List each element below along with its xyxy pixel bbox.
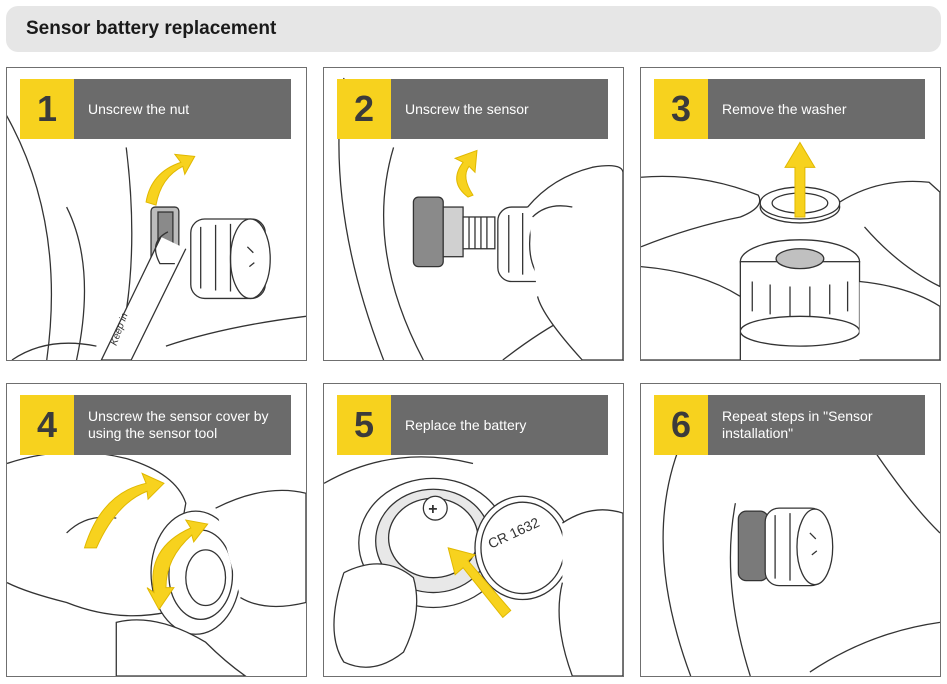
title-bar: Sensor battery replacement bbox=[6, 6, 941, 52]
step-header-5: 5 Replace the battery bbox=[337, 395, 608, 455]
step-panel-1: Keep in 1 Unscrew the nut bbox=[6, 67, 307, 361]
plus-sign: + bbox=[428, 501, 437, 518]
step-panel-5: + CR 1632 5 Replace the battery bbox=[323, 383, 624, 677]
step-text-1: Unscrew the nut bbox=[88, 100, 190, 117]
step-text-4: Unscrew the sensor cover by using the se… bbox=[88, 408, 269, 441]
step-panel-3: 3 Remove the washer bbox=[640, 67, 941, 361]
step-header-6: 6 Repeat steps in "Sensor installation" bbox=[654, 395, 925, 455]
step-header-2: 2 Unscrew the sensor bbox=[337, 79, 608, 139]
step-text-5: Replace the battery bbox=[405, 416, 527, 433]
replace-battery-illustration: + CR 1632 bbox=[324, 456, 623, 676]
sensor-installed-illustration bbox=[662, 443, 940, 676]
step-panel-2: 2 Unscrew the sensor bbox=[323, 67, 624, 361]
unscrew-cover-illustration bbox=[7, 451, 306, 676]
step-panel-6: 6 Repeat steps in "Sensor installation" bbox=[640, 383, 941, 677]
step-number-2: 2 bbox=[337, 79, 391, 139]
page-title: Sensor battery replacement bbox=[26, 18, 277, 39]
step-text-6: Repeat steps in "Sensor installation" bbox=[722, 408, 873, 441]
step-number-3: 3 bbox=[654, 79, 708, 139]
step-header-3: 3 Remove the washer bbox=[654, 79, 925, 139]
remove-washer-illustration bbox=[641, 141, 940, 360]
step-header-1: 1 Unscrew the nut bbox=[20, 79, 291, 139]
unscrew-sensor-illustration bbox=[338, 77, 623, 360]
unscrew-nut-illustration: Keep in bbox=[7, 115, 306, 360]
step-text-2: Unscrew the sensor bbox=[405, 100, 529, 117]
step-header-4: 4 Unscrew the sensor cover by using the … bbox=[20, 395, 291, 455]
step-number-4: 4 bbox=[20, 395, 74, 455]
step-number-6: 6 bbox=[654, 395, 708, 455]
step-number-5: 5 bbox=[337, 395, 391, 455]
step-panel-4: 4 Unscrew the sensor cover by using the … bbox=[6, 383, 307, 677]
step-text-3: Remove the washer bbox=[722, 100, 847, 117]
step-number-1: 1 bbox=[20, 79, 74, 139]
